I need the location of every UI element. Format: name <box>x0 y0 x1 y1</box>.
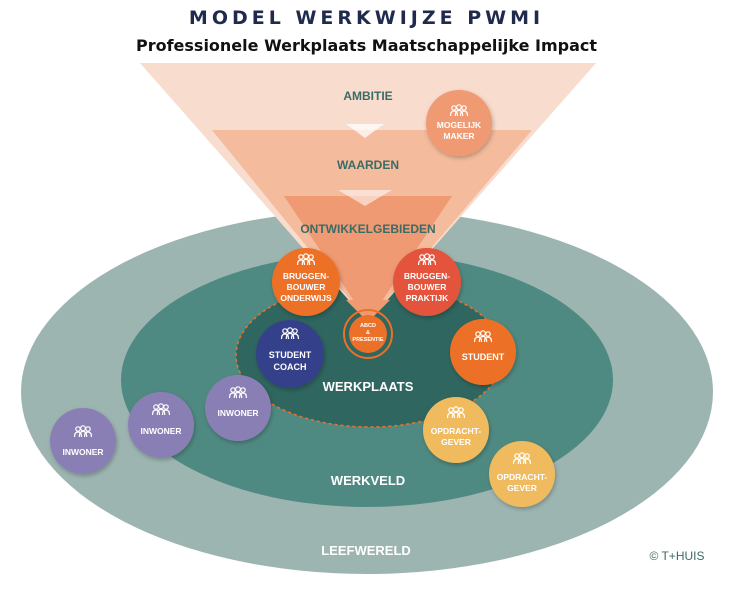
opdrachtgever-node-2: OPDRACHT- GEVER <box>489 441 555 507</box>
mogelijkmaker-node: MOGELIJK MAKER <box>426 90 492 156</box>
abcd-presentie-node: ABCD & PRESENTIE <box>343 309 393 359</box>
funnel-ambitie-label: AMBITIE <box>343 89 392 103</box>
bruggenbouwer-praktijk-node: BRUGGEN- BOUWER PRAKTIJK <box>393 248 461 316</box>
funnel-waarden-label: WAARDEN <box>337 158 399 172</box>
bruggenbouwer-onderwijs-node: BRUGGEN- BOUWER ONDERWIJS <box>272 248 340 316</box>
studentcoach-line-1: STUDENT <box>269 350 312 360</box>
page-subtitle: Professionele Werkplaats Maatschappelijk… <box>135 36 598 55</box>
opdrachtgever-node-1: OPDRACHT- GEVER <box>423 397 489 463</box>
opdrachtgever-2-line-1: OPDRACHT- <box>497 472 548 482</box>
opdrachtgever-2-line-2: GEVER <box>507 483 537 493</box>
inwoner-1-label: INWONER <box>217 408 258 418</box>
copyright-label: © T+HUIS <box>650 549 705 563</box>
opdrachtgever-1-line-2: GEVER <box>441 437 471 447</box>
center-line-3: PRESENTIE <box>352 337 384 343</box>
studentcoach-line-2: COACH <box>274 362 307 372</box>
page-title: MODEL WERKWIJZE PWMI <box>188 7 545 29</box>
bruggenbouwer-praktijk-line-2: BOUWER <box>408 282 447 292</box>
inwoner-2-label: INWONER <box>140 426 181 436</box>
bruggenbouwer-onderwijs-line-1: BRUGGEN- <box>283 271 329 281</box>
center-line-1: ABCD <box>360 323 376 329</box>
werkplaats-label: WERKPLAATS <box>323 379 414 394</box>
inwoner-node-2: INWONER <box>128 392 194 458</box>
bruggenbouwer-onderwijs-line-3: ONDERWIJS <box>280 293 332 303</box>
bruggenbouwer-onderwijs-line-2: BOUWER <box>287 282 326 292</box>
center-line-2: & <box>366 330 370 336</box>
funnel-ontwikkelgebieden-label: ONTWIKKELGEBIEDEN <box>300 222 435 236</box>
werkplaats-ring: WERKPLAATS <box>235 282 505 428</box>
werkveld-label: WERKVELD <box>331 473 405 488</box>
mogelijkmaker-line-2: MAKER <box>443 131 474 141</box>
opdrachtgever-1-line-1: OPDRACHT- <box>431 426 482 436</box>
bruggenbouwer-praktijk-line-1: BRUGGEN- <box>404 271 450 281</box>
inwoner-3-label: INWONER <box>62 447 103 457</box>
bruggenbouwer-praktijk-line-3: PRAKTIJK <box>406 293 449 303</box>
student-label: STUDENT <box>462 352 505 362</box>
student-node: STUDENT <box>450 319 516 385</box>
studentcoach-node: STUDENT COACH <box>256 320 324 388</box>
inwoner-node-1: INWONER <box>205 375 271 441</box>
inwoner-node-3: INWONER <box>50 408 116 474</box>
mogelijkmaker-line-1: MOGELIJK <box>437 120 482 130</box>
leefwereld-label: LEEFWERELD <box>321 543 411 558</box>
